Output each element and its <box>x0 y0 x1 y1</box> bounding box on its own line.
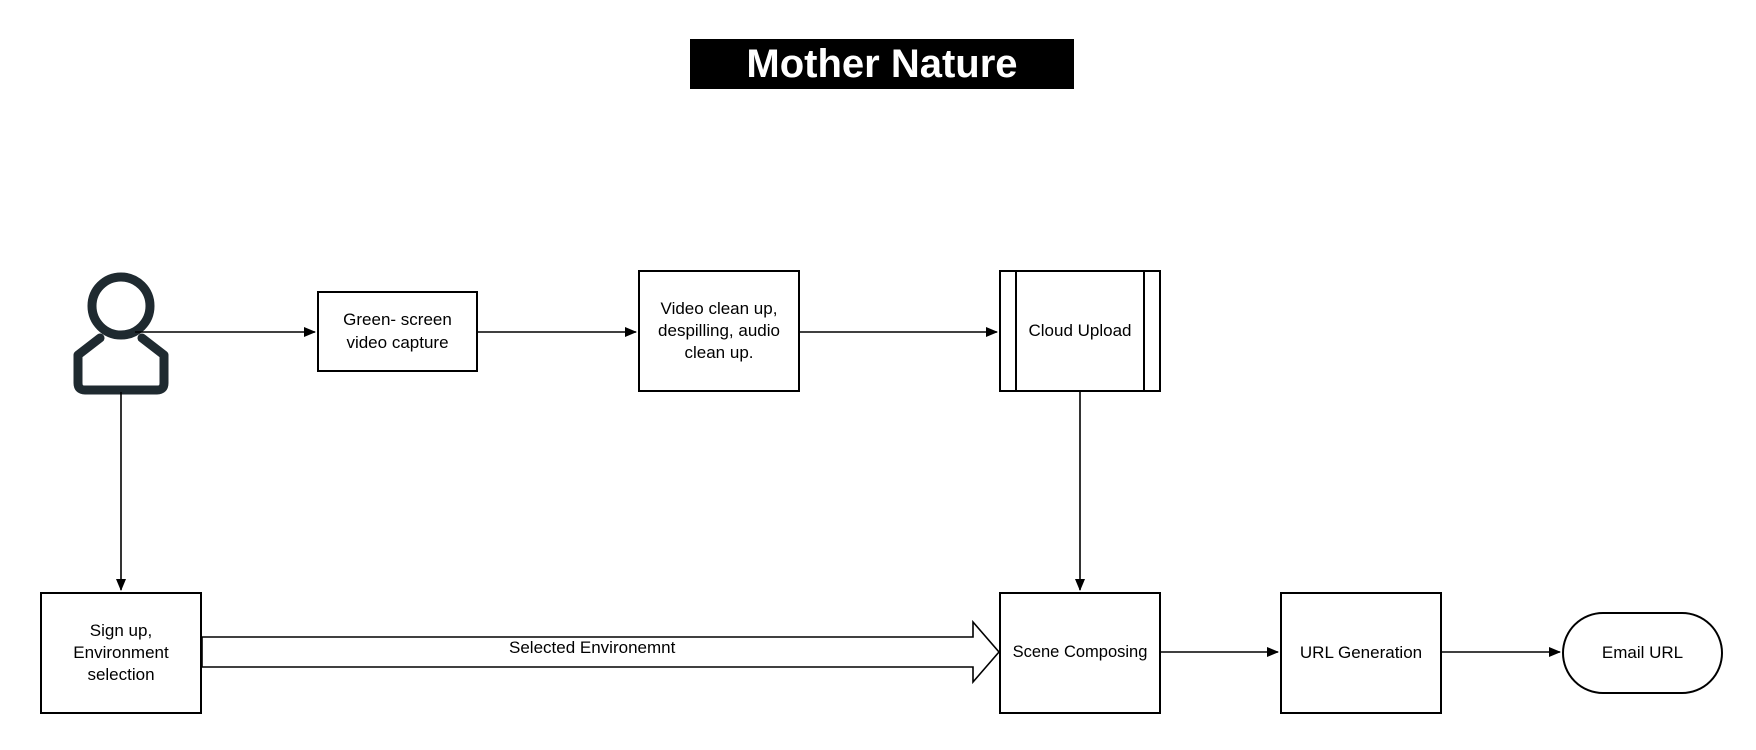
node-cloud-upload[interactable]: Cloud Upload <box>999 270 1161 392</box>
node-video-cleanup[interactable]: Video clean up, despilling, audio clean … <box>638 270 800 392</box>
edge-label-selected-environment: Selected Environemnt <box>509 638 676 657</box>
node-email-url[interactable]: Email URL <box>1562 612 1723 694</box>
node-label: Video clean up, despilling, audio clean … <box>658 298 780 363</box>
node-label: URL Generation <box>1299 642 1423 662</box>
node-scene-composing[interactable]: Scene Composing <box>999 592 1161 714</box>
node-label: Cloud Upload <box>1028 320 1132 340</box>
node-signup-environment-selection[interactable]: Sign up, Environment selection <box>40 592 202 714</box>
node-green-screen-video-capture[interactable]: Green- screen video capture <box>317 291 478 372</box>
page-title: Mother Nature <box>690 39 1074 89</box>
node-label: Email URL <box>1601 642 1684 662</box>
node-label: Sign up, Environment selection <box>73 620 169 685</box>
node-label: Scene Composing <box>1012 643 1148 662</box>
node-url-generation[interactable]: URL Generation <box>1280 592 1442 714</box>
user-icon <box>73 272 169 395</box>
node-label: Green- screen video capture <box>343 310 452 352</box>
block-arrow-selected-environment <box>201 619 1001 685</box>
